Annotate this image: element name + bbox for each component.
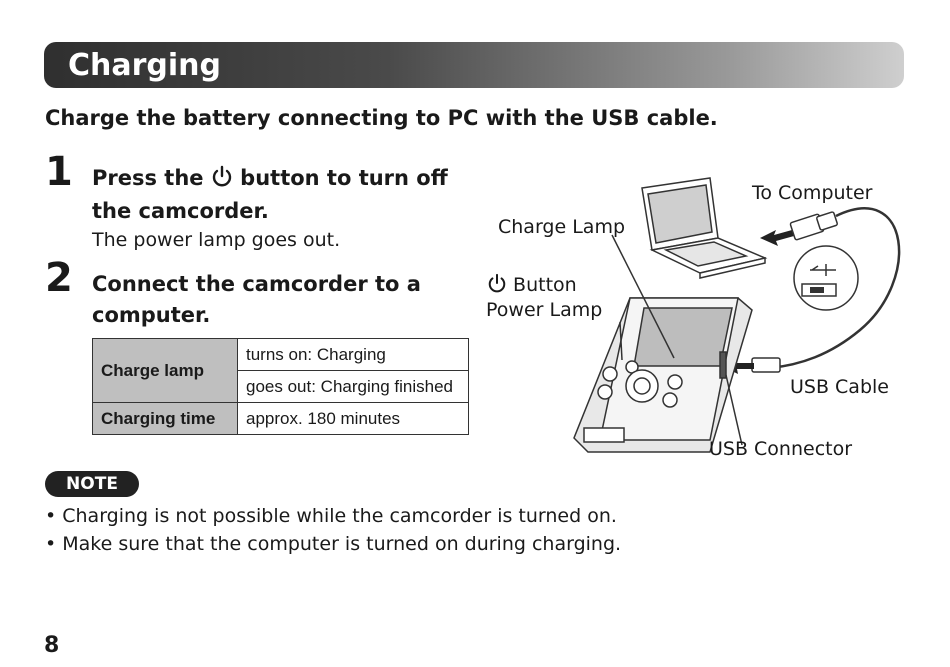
label-usb-connector: USB Connector: [709, 438, 853, 460]
table-row: goes out: Charging finished: [93, 370, 469, 403]
page-number: 8: [44, 633, 60, 658]
label-button: Button: [487, 273, 577, 298]
section-subtitle: Charge the battery connecting to PC with…: [45, 106, 718, 130]
table-cell: goes out: Charging finished: [237, 370, 469, 403]
table-cell: approx. 180 minutes: [237, 402, 469, 435]
step-1-heading-part1: Press the: [92, 166, 204, 190]
label-to-computer: To Computer: [752, 182, 873, 204]
section-title: Charging: [68, 48, 222, 83]
power-icon: [211, 165, 233, 196]
step-1-heading-part2: button to turn off: [240, 166, 448, 190]
label-charge-lamp: Charge Lamp: [498, 216, 626, 238]
table-header-cell: Charging time: [92, 402, 238, 435]
step-2-number: 2: [45, 255, 73, 301]
power-icon: [487, 273, 507, 298]
usb-symbol-icon: [793, 245, 859, 311]
step-2-heading-line2: computer.: [92, 303, 211, 327]
label-usb-cable: USB Cable: [790, 376, 889, 398]
note-item: • Charging is not possible while the cam…: [45, 505, 617, 527]
charging-spec-table: Charge lamp turns on: Charging goes out:…: [92, 338, 469, 435]
camcorder-usb-illustration: [573, 177, 901, 453]
step-1-heading: Press the button to turn off the camcord…: [92, 163, 448, 227]
table-header-cell: Charge lamp: [92, 338, 238, 403]
label-power-lamp: Power Lamp: [486, 299, 603, 321]
table-row: Charging time approx. 180 minutes: [92, 402, 469, 435]
label-button-text: Button: [513, 274, 577, 296]
step-2-heading-line1: Connect the camcorder to a: [92, 272, 421, 296]
usb-cable: [769, 207, 901, 370]
camcorder-icon: [573, 297, 753, 453]
step-1-body: The power lamp goes out.: [92, 229, 341, 251]
note-item-text: Charging is not possible while the camco…: [62, 505, 617, 527]
section-title-bar: Charging: [44, 42, 904, 88]
step-2-heading: Connect the camcorder to a computer.: [92, 269, 421, 331]
table-row: Charge lamp turns on: Charging: [92, 338, 469, 403]
note-badge: NOTE: [45, 471, 139, 497]
arrow-icon: [760, 230, 794, 246]
note-item-text: Make sure that the computer is turned on…: [62, 533, 622, 555]
laptop-icon: [641, 177, 768, 279]
usb-plug-icon: [789, 211, 838, 241]
note-item: • Make sure that the computer is turned …: [45, 533, 622, 555]
step-1-heading-line2: the camcorder.: [92, 199, 269, 223]
step-1-number: 1: [45, 149, 73, 195]
table-cell: turns on: Charging: [237, 338, 469, 371]
